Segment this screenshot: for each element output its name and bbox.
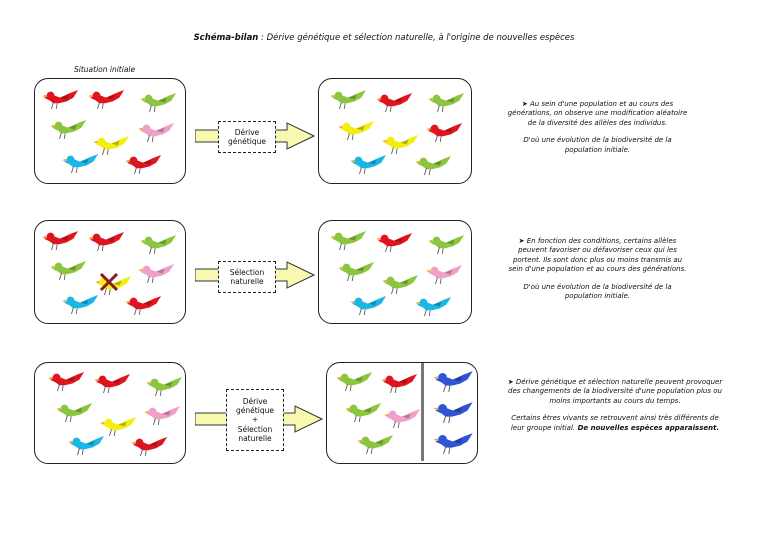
bird-red-icon	[131, 434, 169, 458]
bird-green-icon	[146, 374, 184, 398]
row2-explanation: ➤ En fonction des conditions, certains a…	[508, 237, 687, 301]
bird-cyan-icon	[68, 433, 106, 457]
bird-green-icon	[345, 400, 383, 424]
diagram-title: Schéma-bilan : Dérive génétique et sélec…	[193, 33, 575, 43]
bird-green-icon	[50, 117, 88, 141]
bird-red-icon	[88, 87, 126, 111]
bird-green-icon	[415, 153, 453, 177]
bird-green-icon	[336, 369, 374, 393]
bird-red-icon	[426, 120, 464, 144]
bird-green-icon	[140, 90, 178, 114]
bird-red-icon	[125, 152, 163, 176]
bird-blue-icon	[432, 430, 476, 456]
bird-cyan-icon	[62, 292, 100, 316]
bird-green-icon	[50, 258, 88, 282]
bird-cyan-icon	[350, 152, 388, 176]
bird-green-icon	[428, 90, 466, 114]
bird-green-icon	[338, 259, 376, 283]
bird-green-icon	[330, 87, 368, 111]
bird-green-icon	[330, 228, 368, 252]
species-separator-line	[421, 363, 424, 461]
bird-green-icon	[140, 232, 178, 256]
bird-pink-icon	[426, 262, 464, 286]
bird-red-icon	[88, 229, 126, 253]
bird-pink-icon	[144, 403, 182, 427]
eliminated-cross-icon	[99, 272, 119, 292]
row3-explanation: ➤ Dérive génétique et sélection naturell…	[507, 378, 723, 432]
row1-explanation: ➤ Au sein d'une population et au cours d…	[507, 100, 688, 154]
bird-red-icon	[376, 230, 414, 254]
bird-cyan-icon	[415, 294, 453, 318]
bird-cyan-icon	[62, 151, 100, 175]
bird-blue-icon	[432, 368, 476, 394]
bird-pink-icon	[384, 406, 422, 430]
bird-blue-icon	[432, 399, 476, 425]
bird-red-icon	[42, 228, 80, 252]
initial-situation-label: Situation initiale	[74, 65, 136, 74]
bird-cyan-icon	[350, 293, 388, 317]
bird-pink-icon	[138, 120, 176, 144]
bird-pink-icon	[138, 261, 176, 285]
bird-yellow-icon	[338, 118, 376, 142]
bird-red-icon	[381, 371, 419, 395]
bird-red-icon	[94, 371, 132, 395]
bird-red-icon	[48, 369, 86, 393]
bird-red-icon	[376, 90, 414, 114]
bird-red-icon	[125, 293, 163, 317]
bird-green-icon	[56, 400, 94, 424]
bird-green-icon	[428, 232, 466, 256]
bird-red-icon	[42, 87, 80, 111]
bird-green-icon	[357, 432, 395, 456]
